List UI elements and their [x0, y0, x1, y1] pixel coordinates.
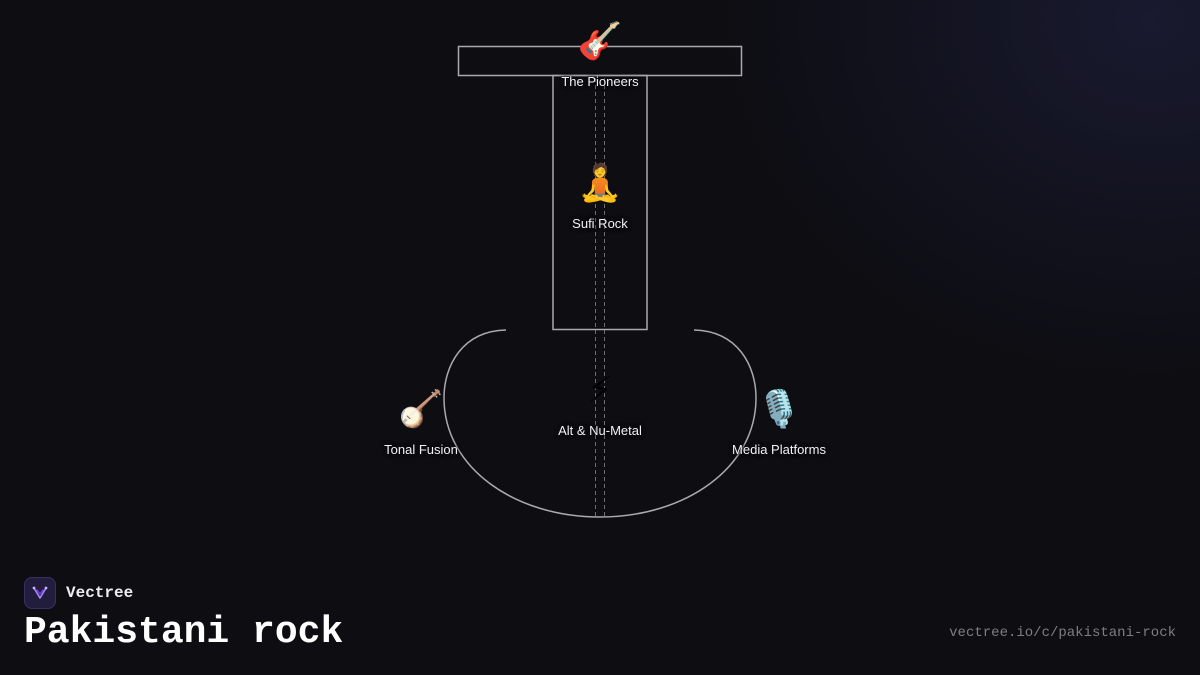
page-url[interactable]: vectree.io/c/pakistani-rock: [949, 625, 1176, 641]
body-outline: [443, 329, 757, 518]
node-tonal-fusion[interactable]: 🪕 Tonal Fusion: [331, 388, 511, 458]
banjo-icon: 🪕: [398, 389, 444, 430]
node-label-sufi-rock: Sufi Rock: [572, 216, 628, 231]
page-title: Pakistani rock: [24, 611, 344, 654]
brand-name: Vectree: [66, 584, 134, 602]
node-alt-nu-metal[interactable]: ⚡ Alt & Nu-Metal: [510, 369, 690, 439]
neck-outline: [552, 74, 648, 331]
meditating-person-icon: 🧘: [577, 163, 623, 204]
node-label-alt-nu-metal: Alt & Nu-Metal: [558, 423, 642, 438]
microphone-icon: 🎙️: [756, 389, 802, 430]
lightning-bolt-icon: ⚡: [587, 370, 613, 411]
node-label-tonal-fusion: Tonal Fusion: [384, 442, 458, 457]
node-label-the-pioneers: The Pioneers: [561, 74, 639, 89]
node-sufi-rock[interactable]: 🧘 Sufi Rock: [510, 162, 690, 232]
node-the-pioneers[interactable]: 🎸 The Pioneers: [510, 20, 690, 90]
tree-logo-icon: [32, 586, 48, 599]
guitar-icon: 🎸: [577, 21, 623, 62]
brand[interactable]: Vectree: [24, 577, 133, 609]
node-media-platforms[interactable]: 🎙️ Media Platforms: [689, 388, 869, 458]
node-label-media-platforms: Media Platforms: [732, 442, 826, 457]
vectree-logo-icon: [24, 577, 56, 609]
